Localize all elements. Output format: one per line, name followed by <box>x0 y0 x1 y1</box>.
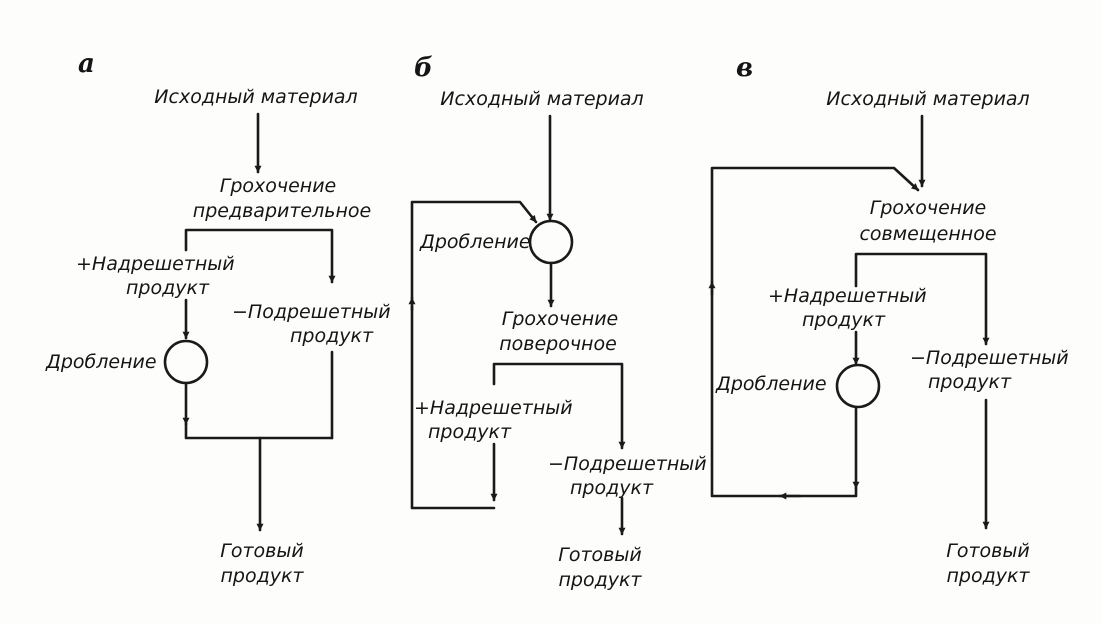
oversize-label-a-1: +Надрешетный <box>76 253 235 275</box>
undersize-label-b-2: продукт <box>570 477 654 499</box>
undersize-label-a-2: продукт <box>290 325 374 347</box>
output-label-a-2: продукт <box>220 565 304 587</box>
flowsheet-b: б Исходный материал Дробление Грохочение… <box>408 53 707 591</box>
screen-label-a-2: предварительное <box>193 200 371 222</box>
recycle-return-b <box>410 200 538 300</box>
screen-label-c-1: Грохочение <box>870 197 987 219</box>
screen-label-b-1: Грохочение <box>502 308 619 330</box>
crushing-label-b: Дробление <box>419 231 531 253</box>
input-label-c: Исходный материал <box>826 88 1029 110</box>
flowsheet-c: в Исходный материал Грохочение совмещенн… <box>708 53 1069 587</box>
oversize-label-c-2: продукт <box>802 309 886 331</box>
crushing-label-a: Дробление <box>45 351 157 373</box>
crusher-circle-c <box>835 363 881 409</box>
output-label-a-1: Готовый <box>220 540 303 562</box>
output-label-b-2: продукт <box>558 569 642 591</box>
input-label-b: Исходный материал <box>440 88 643 110</box>
oversize-label-c-1: +Надрешетный <box>768 285 927 307</box>
crushing-label-c: Дробление <box>715 373 827 395</box>
oversize-label-b-2: продукт <box>428 421 512 443</box>
crusher-circle-b <box>528 219 574 265</box>
screen-split-line-b <box>492 362 626 450</box>
oversize-label-a-2: продукт <box>126 277 210 299</box>
recycle-return-c <box>710 166 920 284</box>
output-label-c-2: продукт <box>946 565 1030 587</box>
output-label-b-1: Готовый <box>558 544 641 566</box>
input-label-a: Исходный материал <box>154 86 357 108</box>
screen-label-b-2: поверочное <box>499 333 617 355</box>
screen-split-line-a <box>184 228 336 284</box>
undersize-label-a-1: −Подрешетный <box>232 301 391 323</box>
panel-letter-b: б <box>414 53 433 83</box>
screen-label-a-1: Грохочение <box>220 175 337 197</box>
oversize-label-b-1: +Надрешетный <box>414 397 573 419</box>
crusher-circle-a <box>163 339 209 385</box>
panel-letter-c: в <box>736 53 753 83</box>
screen-split-line-c <box>854 252 990 346</box>
flowsheet-a: а Исходный материал Грохочение предварит… <box>45 49 391 587</box>
undersize-label-c-2: продукт <box>928 371 1012 393</box>
undersize-label-c-1: −Подрешетный <box>910 347 1069 369</box>
merge-line-a <box>184 422 334 440</box>
output-label-c-1: Готовый <box>946 540 1029 562</box>
recycle-line-b <box>410 304 496 510</box>
undersize-label-b-1: −Подрешетный <box>548 453 707 475</box>
panel-letter-a: а <box>78 49 95 79</box>
screen-label-c-2: совмещенное <box>859 223 996 245</box>
